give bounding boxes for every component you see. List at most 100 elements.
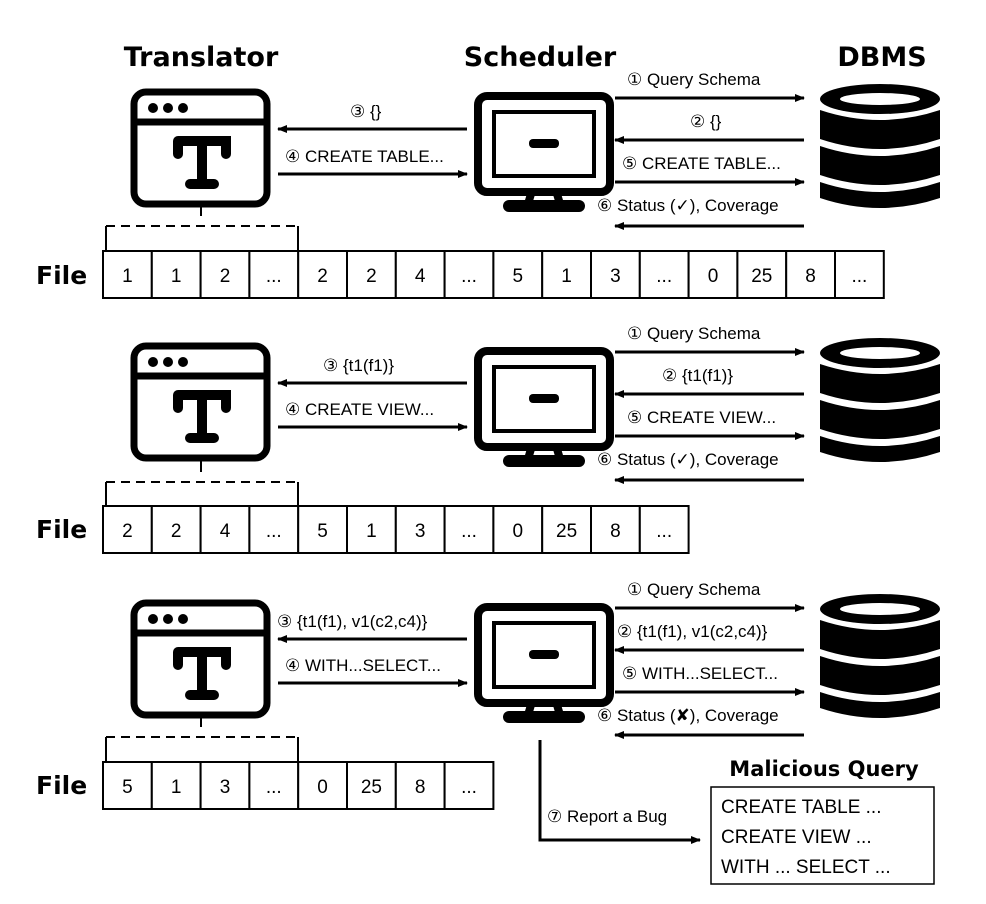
- report-bug-label: ⑦ Report a Bug: [547, 807, 667, 826]
- file-cell-value: 3: [415, 521, 426, 542]
- status-coverage-label: ⑥ Status (✘), Coverage: [597, 706, 779, 725]
- file-cell-value: 5: [513, 266, 524, 287]
- schema-to-translator-label: ③ {t1(f1)}: [323, 356, 394, 375]
- file-cell: [736, 250, 788, 299]
- file-cell: [394, 505, 446, 554]
- translator-window-icon: [130, 599, 271, 719]
- file-cell: [248, 505, 300, 554]
- monitor-icon: [474, 603, 614, 723]
- malicious-query-line: CREATE VIEW ...: [721, 827, 872, 848]
- malicious-query-box: [710, 786, 935, 885]
- database-icon: [820, 84, 940, 208]
- schema-from-dbms-label: ② {}: [690, 112, 722, 131]
- file-cell: [834, 250, 885, 299]
- file-cell-value: ...: [266, 266, 282, 287]
- file-cell-value: ...: [266, 777, 282, 798]
- schema-to-translator-label: ③ {}: [350, 102, 382, 121]
- file-cell-value: ...: [851, 266, 867, 287]
- file-cell-value: 2: [220, 266, 231, 287]
- statement-to-dbms-label: ⑤ WITH...SELECT...: [622, 664, 778, 683]
- file-cell-value: 25: [556, 521, 577, 542]
- statement-to-dbms-label: ⑤ CREATE TABLE...: [622, 154, 781, 173]
- file-cell: [199, 761, 251, 810]
- file-cell: [297, 761, 349, 810]
- file-cell-value: 1: [171, 777, 182, 798]
- query-schema-label: ① Query Schema: [627, 324, 761, 343]
- monitor-icon: [474, 347, 614, 467]
- file-cell-value: ...: [461, 777, 477, 798]
- statement-from-translator-label: ④ CREATE VIEW...: [285, 400, 434, 419]
- file-cell: [346, 505, 397, 554]
- file-cell: [443, 761, 495, 810]
- status-coverage-label: ⑥ Status (✓), Coverage: [597, 196, 779, 215]
- file-cell-value: 25: [751, 266, 772, 287]
- file-cell: [248, 761, 300, 810]
- database-icon: [820, 338, 940, 462]
- file-cell-value: 2: [171, 521, 182, 542]
- malicious-query-line: CREATE TABLE ...: [721, 797, 882, 818]
- file-cell-value: 0: [708, 266, 719, 287]
- translator-header: Translator: [124, 42, 279, 73]
- dbms-header: DBMS: [837, 42, 926, 73]
- file-cell: [785, 250, 837, 299]
- query-schema-label: ① Query Schema: [627, 70, 761, 89]
- file-label: File: [36, 515, 87, 544]
- file-cell-value: 8: [805, 266, 816, 287]
- file-cell: [541, 505, 593, 554]
- statement-from-translator-label: ④ WITH...SELECT...: [285, 656, 441, 675]
- file-cell: [492, 505, 544, 554]
- file-cell-value: 2: [122, 521, 133, 542]
- statement-from-translator-label: ④ CREATE TABLE...: [285, 147, 444, 166]
- file-cell-value: 2: [317, 266, 328, 287]
- file-cell-value: 4: [415, 266, 426, 287]
- malicious-query-line: WITH ... SELECT ...: [721, 857, 891, 878]
- file-cell-value: 0: [317, 777, 328, 798]
- translator-window-icon: [130, 88, 271, 208]
- stage-2: ③ {t1(f1)} ④ CREATE VIEW... ① Query Sche…: [36, 324, 940, 554]
- file-cell-value: 0: [513, 521, 524, 542]
- file-cell: [297, 505, 349, 554]
- file-cell-value: 1: [171, 266, 182, 287]
- file-cell-value: 3: [610, 266, 621, 287]
- file-cell-value: 1: [366, 521, 377, 542]
- schema-from-dbms-label: ② {t1(f1), v1(c2,c4)}: [617, 622, 768, 641]
- file-cell-value: 1: [561, 266, 572, 287]
- file-cell: [492, 250, 544, 299]
- file-cell: [638, 505, 690, 554]
- file-cell: [346, 761, 397, 810]
- scheduler-header: Scheduler: [464, 42, 617, 73]
- schema-to-translator-label: ③ {t1(f1), v1(c2,c4)}: [277, 612, 428, 631]
- file-cell-value: 25: [361, 777, 382, 798]
- file-cell-value: 8: [415, 777, 426, 798]
- file-cell-value: ...: [461, 521, 477, 542]
- file-label: File: [36, 771, 87, 800]
- report-bug-section: ⑦ Report a Bug Malicious Query CREATE TA…: [538, 740, 935, 885]
- stage-1: ③ {} ④ CREATE TABLE... ① Query Schema ② …: [36, 70, 940, 299]
- database-icon: [820, 594, 940, 718]
- file-cell: [590, 250, 641, 299]
- stage-3: ③ {t1(f1), v1(c2,c4)} ④ WITH...SELECT...…: [36, 580, 940, 810]
- file-cell: [102, 761, 153, 810]
- file-cell: [687, 250, 739, 299]
- file-cell: [102, 505, 153, 554]
- file-cell-value: 1: [122, 266, 133, 287]
- query-schema-label: ① Query Schema: [627, 580, 761, 599]
- malicious-query-title: Malicious Query: [729, 757, 919, 781]
- file-cell: [638, 250, 690, 299]
- file-cell-value: ...: [266, 521, 282, 542]
- file-cell: [297, 250, 349, 299]
- monitor-icon: [474, 92, 614, 212]
- file-cell-value: 4: [220, 521, 231, 542]
- statement-to-dbms-label: ⑤ CREATE VIEW...: [627, 408, 776, 427]
- file-cell-value: ...: [656, 521, 672, 542]
- status-coverage-label: ⑥ Status (✓), Coverage: [597, 450, 779, 469]
- file-cell-value: 3: [220, 777, 231, 798]
- schema-from-dbms-label: ② {t1(f1)}: [662, 366, 733, 385]
- file-cell-value: 2: [366, 266, 377, 287]
- file-cell-value: 8: [610, 521, 621, 542]
- file-cell-value: ...: [656, 266, 672, 287]
- translator-window-icon: [130, 342, 271, 462]
